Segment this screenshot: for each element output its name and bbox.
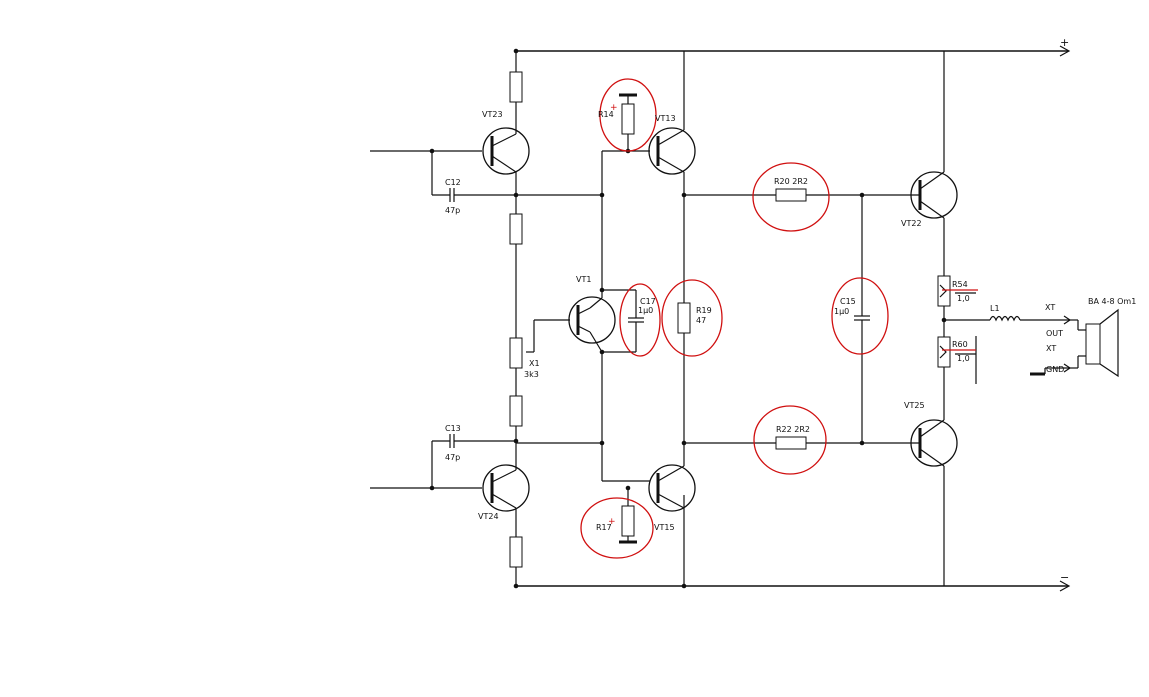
label-vt15: VT15 (654, 523, 675, 532)
label-c12-value: 47p (445, 206, 460, 215)
label-r54-ref: R54 (952, 280, 968, 289)
label-xt-gnd: GND (1046, 365, 1064, 374)
output-wiring (943, 51, 1072, 586)
label-c17-value: 1µ0 (638, 306, 653, 315)
label-r22: R22 2R2 (776, 425, 810, 434)
resistor-r60 (937, 336, 951, 368)
label-r54-value: 1,0 (957, 294, 970, 303)
trimmer-x1 (509, 337, 523, 369)
label-r17-plus: + (608, 517, 616, 527)
center-wiring (589, 51, 920, 586)
label-vt22: VT22 (901, 219, 922, 228)
resistor-r14 (621, 103, 635, 135)
annotation-circle-r14 (599, 78, 657, 152)
transistor-vt24 (482, 464, 530, 512)
negative-rail-label: − (1060, 571, 1069, 584)
label-x1-ref: X1 (529, 359, 540, 368)
label-c15-value: 1µ0 (834, 307, 849, 316)
label-c15-ref: C15 (840, 297, 856, 306)
label-vt23: VT23 (482, 110, 503, 119)
label-vt1: VT1 (576, 275, 591, 284)
label-c17-ref: C17 (640, 297, 656, 306)
label-r20: R20 2R2 (774, 177, 808, 186)
speaker-icon (1070, 308, 1119, 378)
resistor-r22 (775, 436, 807, 450)
resistor-r19 (677, 302, 691, 334)
label-vt25: VT25 (904, 401, 925, 410)
center-resistors (621, 103, 807, 537)
resistor-r20 (775, 188, 807, 202)
left-column-wiring (370, 51, 602, 586)
red-annotations (580, 78, 978, 559)
resistor-lower-left (509, 395, 523, 427)
transistor-vt15 (648, 464, 696, 512)
transistor-vt1 (568, 296, 616, 344)
positive-rail-label: + (1060, 36, 1069, 49)
ground-bars (619, 93, 637, 544)
left-column-resistors (509, 71, 523, 568)
label-vt13: VT13 (655, 114, 676, 123)
annotation-circle-r17 (580, 497, 654, 559)
resistor-upper-left (509, 213, 523, 245)
label-xt-out-ref: XT (1045, 303, 1055, 312)
label-r17: R17 (596, 523, 612, 532)
label-r60-value: 1,0 (957, 354, 970, 363)
output-resistors (937, 275, 976, 368)
label-vt24: VT24 (478, 512, 499, 521)
transistor-vt13 (648, 127, 696, 175)
annotation-circle-c17 (619, 283, 661, 357)
resistor-r17 (621, 505, 635, 537)
label-xt-gnd-ref: XT (1046, 344, 1056, 353)
annotation-circle-c15 (831, 277, 889, 355)
labels: VT23 VT13 VT22 VT1 VT25 VT24 VT15 C12 47… (445, 103, 1136, 532)
label-xt-out: OUT (1046, 329, 1063, 338)
annotation-circle-r22 (753, 405, 827, 475)
label-r19-value: 47 (696, 316, 706, 325)
annotation-circle-r19 (661, 279, 723, 357)
transistor-vt22 (910, 171, 958, 219)
label-c13-value: 47p (445, 453, 460, 462)
positive-rail: + (516, 36, 1071, 57)
label-l1: L1 (990, 304, 1000, 313)
label-r19-ref: R19 (696, 306, 712, 315)
resistor-r54 (937, 275, 951, 307)
annotation-circle-r20 (752, 162, 830, 232)
resistor-top-left (509, 71, 523, 103)
negative-rail: − (516, 571, 1071, 592)
label-r14-plus: + (610, 103, 618, 113)
label-r14: R14 (598, 110, 614, 119)
label-r60-ref: R60 (952, 340, 968, 349)
label-x1-value: 3k3 (524, 370, 539, 379)
label-c12-ref: C12 (445, 178, 461, 187)
junction-dots (429, 48, 947, 589)
label-speaker: BA 4-8 Om1 (1088, 297, 1136, 306)
transistor-vt23 (482, 127, 530, 175)
resistor-bottom-left (509, 536, 523, 568)
transistor-vt25 (910, 419, 958, 467)
label-c13-ref: C13 (445, 424, 461, 433)
